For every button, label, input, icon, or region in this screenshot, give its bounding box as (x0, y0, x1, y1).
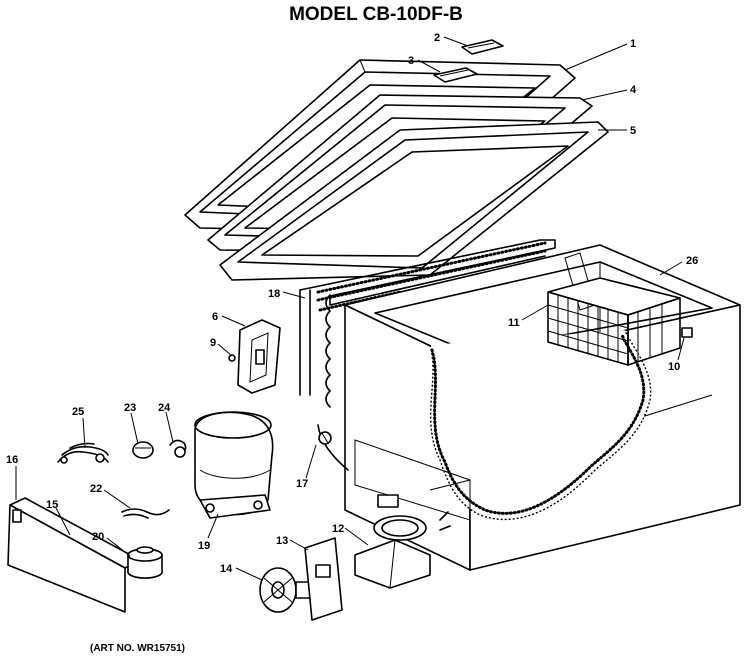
callout-22: 22 (90, 483, 102, 495)
freezer-cabinet (344, 244, 741, 571)
callout-11: 11 (508, 317, 520, 329)
callout-9: 9 (210, 337, 216, 349)
callout-26: 26 (686, 255, 698, 267)
wire-harness (121, 508, 170, 519)
overload-protector (169, 439, 187, 458)
callout-19: 19 (198, 540, 210, 552)
callout-10: 10 (668, 361, 680, 373)
callout-6: 6 (212, 311, 218, 323)
power-cord (317, 424, 349, 471)
callout-12: 12 (332, 523, 344, 535)
drain-cap (127, 546, 163, 579)
lid-gasket (219, 121, 609, 281)
callout-13: 13 (276, 535, 288, 547)
callout-16: 16 (6, 454, 18, 466)
thermostat-control (354, 494, 451, 589)
mounting-clips (57, 442, 109, 464)
callout-3: 3 (408, 55, 414, 67)
callout-5: 5 (630, 125, 636, 137)
callout-15: 15 (46, 499, 58, 511)
callout-17: 17 (296, 478, 308, 490)
start-relay (132, 441, 154, 459)
fan-bracket (304, 537, 343, 621)
callout-18: 18 (268, 288, 280, 300)
diagram-title: MODEL CB-10DF-B (289, 4, 463, 25)
callout-25: 25 (72, 406, 84, 418)
callout-20: 20 (92, 531, 104, 543)
wire-basket (547, 277, 681, 366)
drain-plug (681, 327, 693, 338)
lid-handle-part-2 (461, 39, 504, 55)
callout-1: 1 (630, 38, 636, 50)
compressor (194, 411, 274, 519)
mounting-bracket (228, 319, 281, 394)
callout-23: 23 (124, 402, 136, 414)
callout-labels: 1 2 3 4 5 26 11 10 18 6 9 25 23 24 16 15… (6, 32, 698, 575)
condenser-fan (259, 567, 311, 613)
lid-handle-part-3 (433, 67, 478, 83)
art-number: (ART NO. WR15751) (90, 643, 185, 654)
callout-14: 14 (220, 563, 233, 575)
callout-24: 24 (158, 402, 171, 414)
callout-2: 2 (434, 32, 440, 44)
back-panel (7, 497, 141, 613)
callout-4: 4 (630, 84, 637, 96)
leader-lines (15, 36, 685, 581)
